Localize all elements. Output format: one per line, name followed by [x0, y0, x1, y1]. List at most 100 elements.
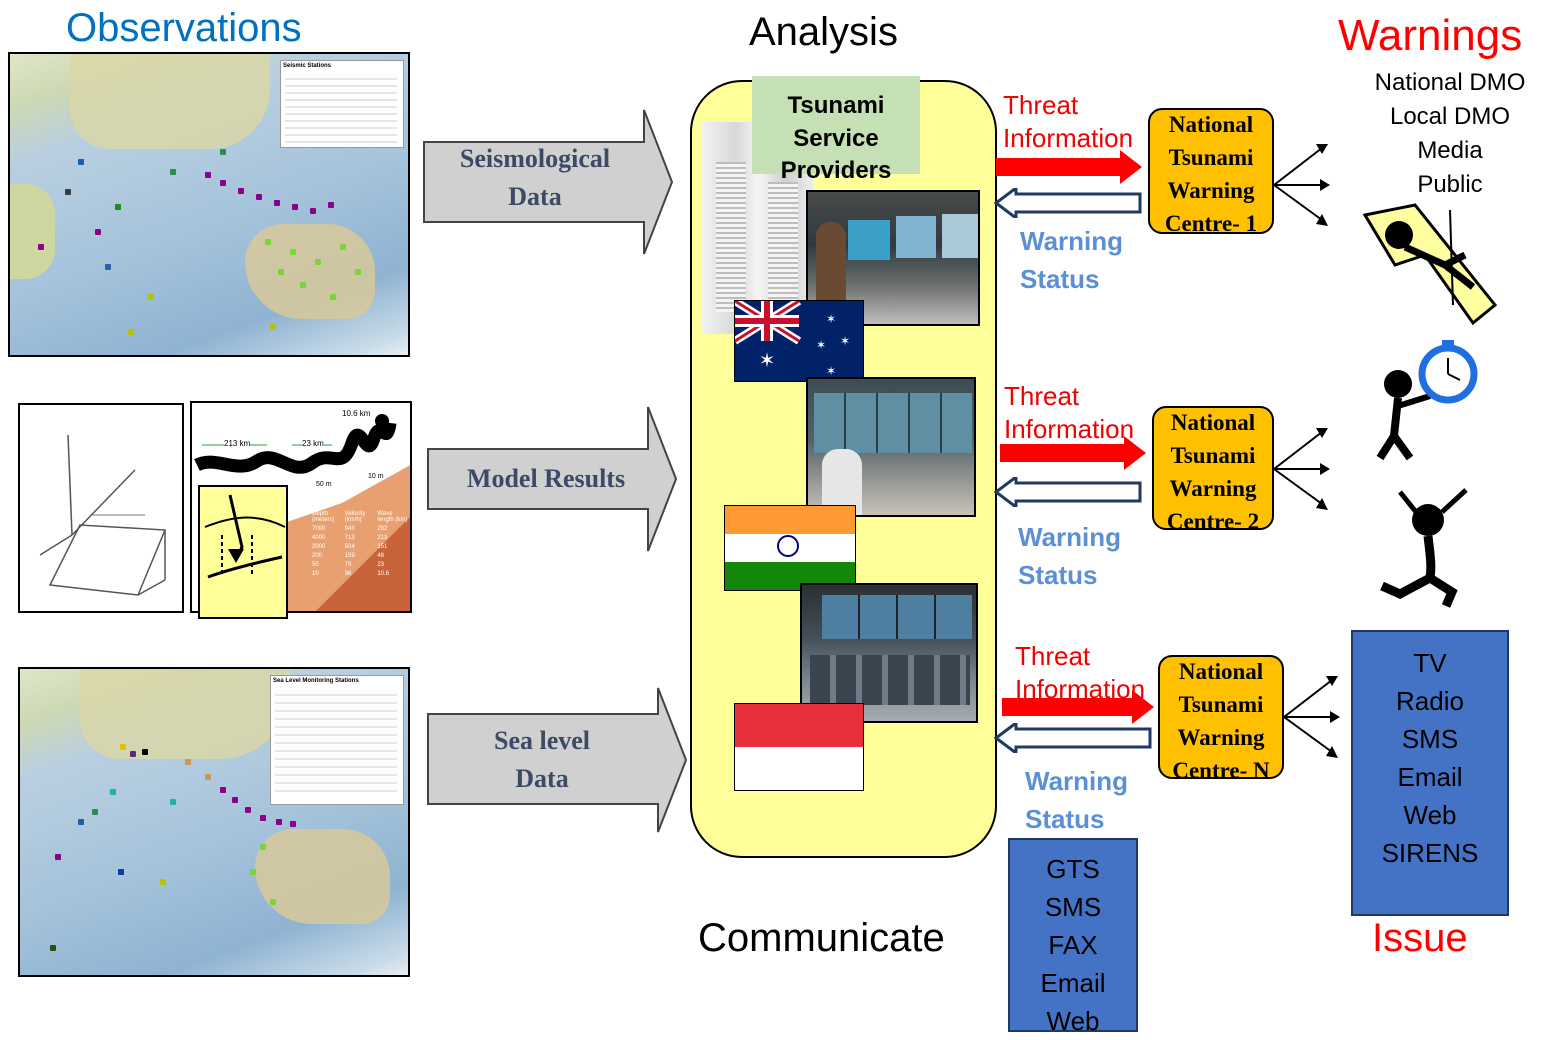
dissemination-fan-arrows [1273, 144, 1330, 226]
station-marker [292, 204, 298, 210]
arrow-label-line: Data [515, 763, 569, 793]
station-marker [220, 149, 226, 155]
wave-profile-sketch [194, 414, 410, 611]
warning-status-arrow [994, 723, 1152, 753]
station-marker [92, 809, 98, 815]
station-marker [128, 329, 134, 335]
warnings-heading: Warnings [1338, 11, 1523, 60]
station-marker [110, 789, 116, 795]
dissemination-fan-arrows [1273, 428, 1330, 510]
relaxing-person-icon [1362, 203, 1498, 326]
svg-text:✶: ✶ [826, 312, 836, 326]
station-marker [160, 879, 166, 885]
recipient-item: Media [1417, 137, 1483, 164]
table-cell: 79 [344, 562, 352, 568]
legend-title: Seismic Stations [283, 63, 332, 69]
status-line: Status [1018, 560, 1098, 590]
providers-title-box: Tsunami Service [752, 76, 920, 174]
observations-heading: Observations [66, 6, 302, 50]
table-header-cell: Velocity (km/h) [344, 511, 366, 523]
monitor-screen [896, 216, 936, 258]
table-cell: 48 [377, 553, 385, 559]
fault-geometry-sketch [39, 434, 167, 596]
station-marker [290, 249, 296, 255]
flag-stripe-saffron [725, 506, 855, 534]
issue-heading: Issue [1372, 916, 1468, 960]
svg-text:✶: ✶ [840, 334, 850, 348]
seismological-data-label: Seismological Data [424, 140, 646, 215]
ashoka-chakra-icon [777, 535, 799, 557]
distance-label: 23 km [302, 439, 324, 448]
panicking-person-icon [1380, 488, 1468, 608]
station-marker [185, 759, 191, 765]
station-marker [118, 869, 124, 875]
tsunami-propagation-panel: 213 km 23 km 10.6 km 10 m 50 m Depth (me… [190, 401, 412, 613]
flag-stripe-red [735, 704, 863, 747]
warning-recipients-list: National DMO Local DMO Media Public [1340, 66, 1560, 202]
threat-information-label: Threat Information [1004, 380, 1134, 445]
sea-level-data-label: Sea level Data [428, 722, 656, 797]
nwc-line: Tsunami [1178, 692, 1264, 717]
nwc-line: National [1178, 659, 1264, 684]
seismological-data-arrow [423, 109, 674, 255]
channel-item: SIRENS [1381, 838, 1479, 868]
wave-table: Depth (meters) Velocity (km/h) Wave leng… [312, 511, 410, 577]
depth-label: 10 m [368, 473, 384, 480]
india-control-room-photo [806, 377, 976, 517]
arrow-label-line: Sea level [493, 726, 591, 755]
australia-flag: ✶ ✶ ✶ ✶ ✶ [734, 300, 864, 382]
station-marker [245, 807, 251, 813]
recipient-item: National DMO [1374, 69, 1526, 96]
monitor-screen [848, 220, 890, 260]
status-line: Warning [1020, 226, 1124, 256]
warning-status-label: Warning Status [1025, 762, 1128, 838]
channel-item: Radio [1396, 686, 1464, 716]
station-marker [300, 282, 306, 288]
table-cell: 159 [344, 553, 355, 559]
station-marker [205, 172, 211, 178]
channel-item: TV [1413, 648, 1447, 678]
station-marker [55, 854, 61, 860]
rupture-sketch [204, 494, 286, 579]
status-line: Status [1025, 804, 1105, 834]
nwc-line: Centre- 2 [1166, 509, 1260, 530]
warning-status-arrow [994, 188, 1142, 218]
station-marker [238, 188, 244, 194]
station-marker [274, 200, 280, 206]
station-marker [120, 744, 126, 750]
station-marker [250, 869, 256, 875]
table-cell: 151 [377, 544, 388, 550]
arrow-label-line: Data [508, 181, 562, 211]
model-results-label: Model Results [428, 460, 664, 498]
nwc-line: Centre- N [1172, 758, 1270, 779]
table-cell: 4000 [312, 535, 326, 541]
table-cell: 943 [344, 526, 355, 532]
nwc-line: Centre- 1 [1164, 211, 1258, 234]
status-line: Warning [1025, 766, 1129, 796]
sea-level-data-arrow [427, 687, 688, 833]
video-wall [822, 595, 972, 639]
providers-title-line: Providers [780, 157, 892, 184]
nwc-line: Tsunami [1170, 443, 1256, 468]
channel-item: FAX [1048, 930, 1098, 960]
station-marker [38, 244, 44, 250]
station-marker [328, 202, 334, 208]
sea-level-map-legend: Sea Level Monitoring Stations [270, 675, 404, 805]
communicate-channels-box: GTS SMS FAX Email Web [1008, 838, 1138, 1036]
depth-label: 50 m [316, 481, 332, 488]
station-marker [278, 269, 284, 275]
person-with-clock-icon [1376, 340, 1478, 460]
nwc-line: Warning [1169, 476, 1257, 501]
station-marker [170, 169, 176, 175]
status-line: Warning [1018, 522, 1122, 552]
indonesia-control-room-photo [800, 583, 978, 723]
indonesia-flag [734, 703, 864, 791]
seismic-stations-map: Seismic Stations [8, 52, 410, 357]
distance-label: 213 km [224, 439, 251, 448]
table-cell: 504 [344, 544, 355, 550]
station-marker [170, 799, 176, 805]
table-cell: 36 [344, 571, 352, 577]
station-marker [205, 774, 211, 780]
